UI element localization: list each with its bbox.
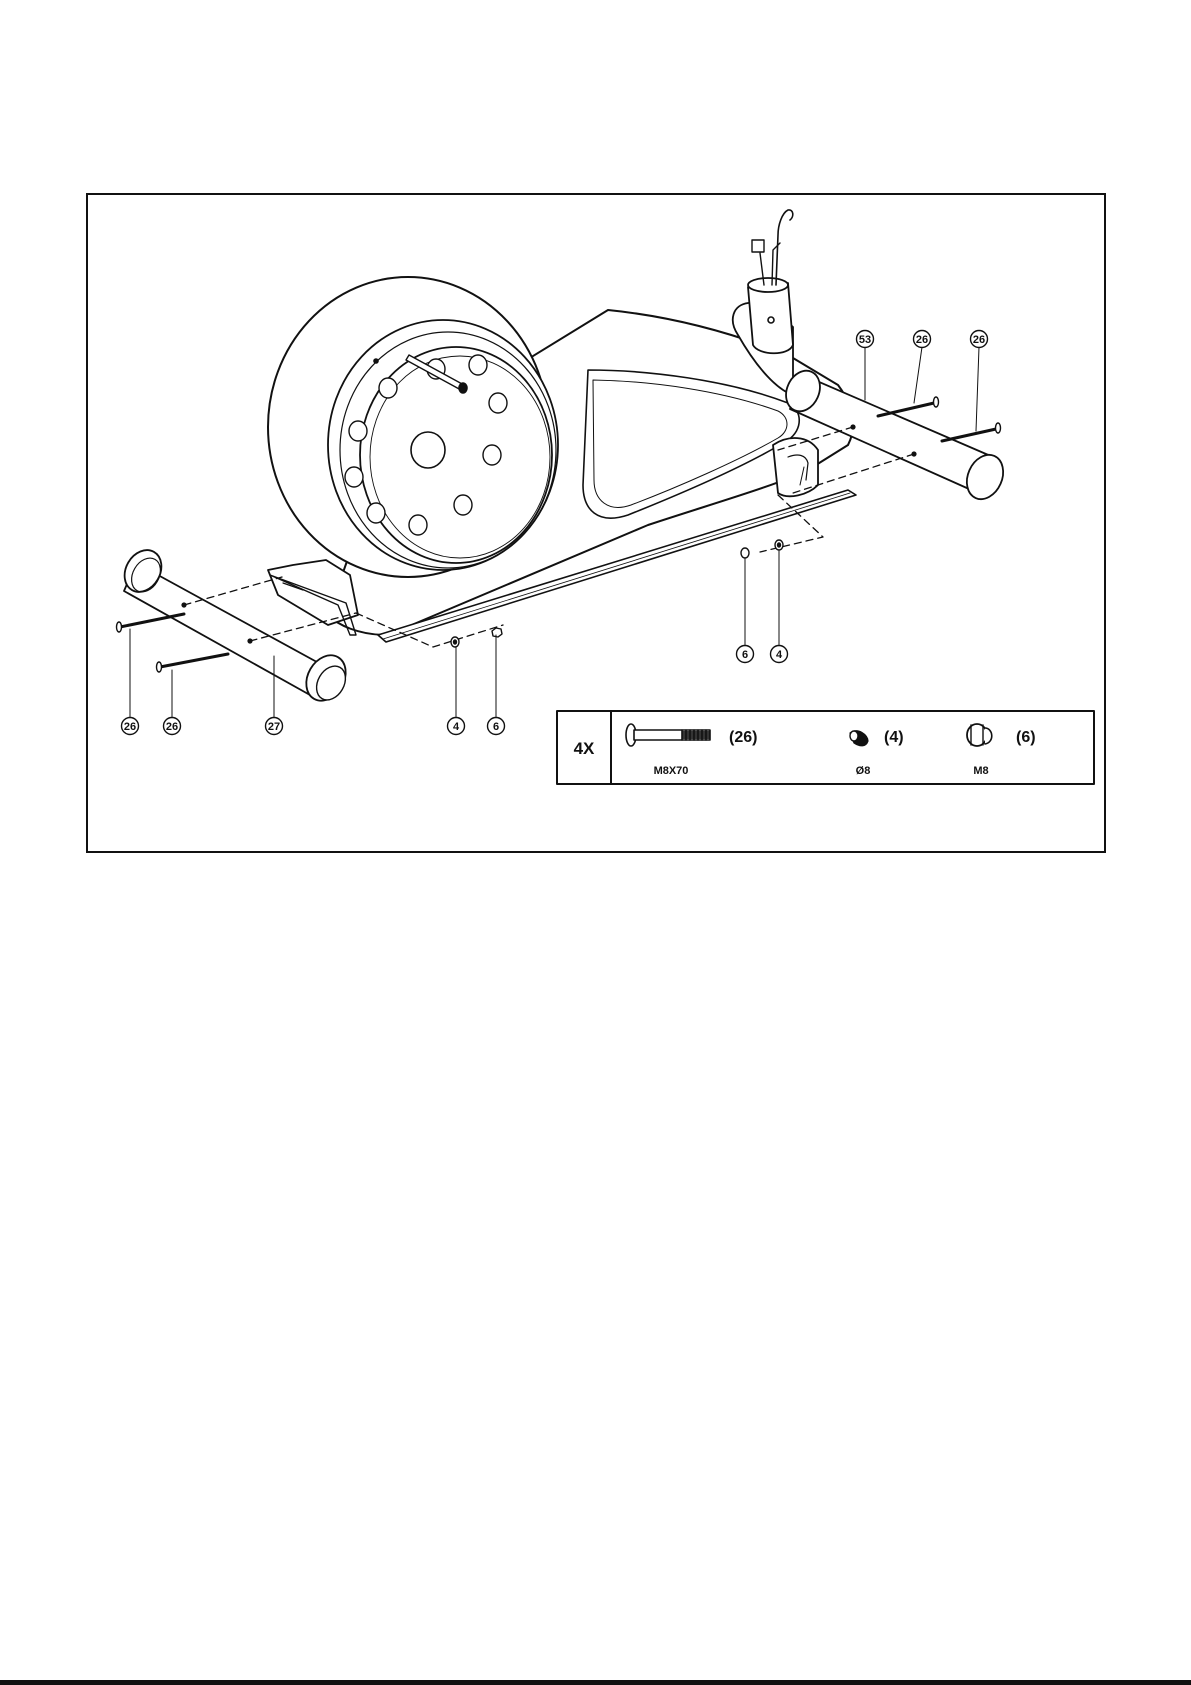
callout-26-rear-left: 26 [914,331,931,348]
callout-26-front-bottom: 26 [164,718,181,735]
callout-6-left-label: 6 [493,721,499,733]
hardware-legend: 4X (26) M8X70 (4) Ø8 (6) M8 [557,711,1094,784]
assembly-diagram-frame: 53 26 26 26 26 27 4 6 6 4 4X [86,193,1106,853]
callout-26-rear-right-label: 26 [973,334,985,346]
callout-4-left-label: 4 [453,721,460,733]
callout-26-front-bottom-label: 26 [166,721,178,733]
flywheel [268,277,558,577]
legend-bolt-ref: (26) [729,729,757,746]
callout-26-rear-left-label: 26 [916,334,928,346]
callout-26-rear-right: 26 [971,331,988,348]
callout-26-front-top: 26 [122,718,139,735]
callout-6-left: 6 [488,718,505,735]
callout-6-right-label: 6 [742,649,748,661]
legend-bolt-spec: M8X70 [654,765,689,777]
callout-6-right: 6 [737,646,754,663]
legend-washer-ref: (4) [884,729,904,746]
callout-4-right-label: 4 [776,649,783,661]
callout-4-left: 4 [448,718,465,735]
callout-27-label: 27 [268,721,280,733]
callout-26-front-top-label: 26 [124,721,136,733]
assembly-diagram: 53 26 26 26 26 27 4 6 6 4 4X [88,195,1104,851]
legend-quantity: 4X [574,739,595,758]
page-bottom-rule [0,1680,1191,1685]
legend-nut-spec: M8 [973,765,988,777]
callout-53: 53 [857,331,874,348]
callout-4-right: 4 [771,646,788,663]
callout-53-label: 53 [859,334,871,346]
legend-washer-spec: Ø8 [856,765,871,777]
callout-27: 27 [266,718,283,735]
legend-nut-ref: (6) [1016,729,1036,746]
